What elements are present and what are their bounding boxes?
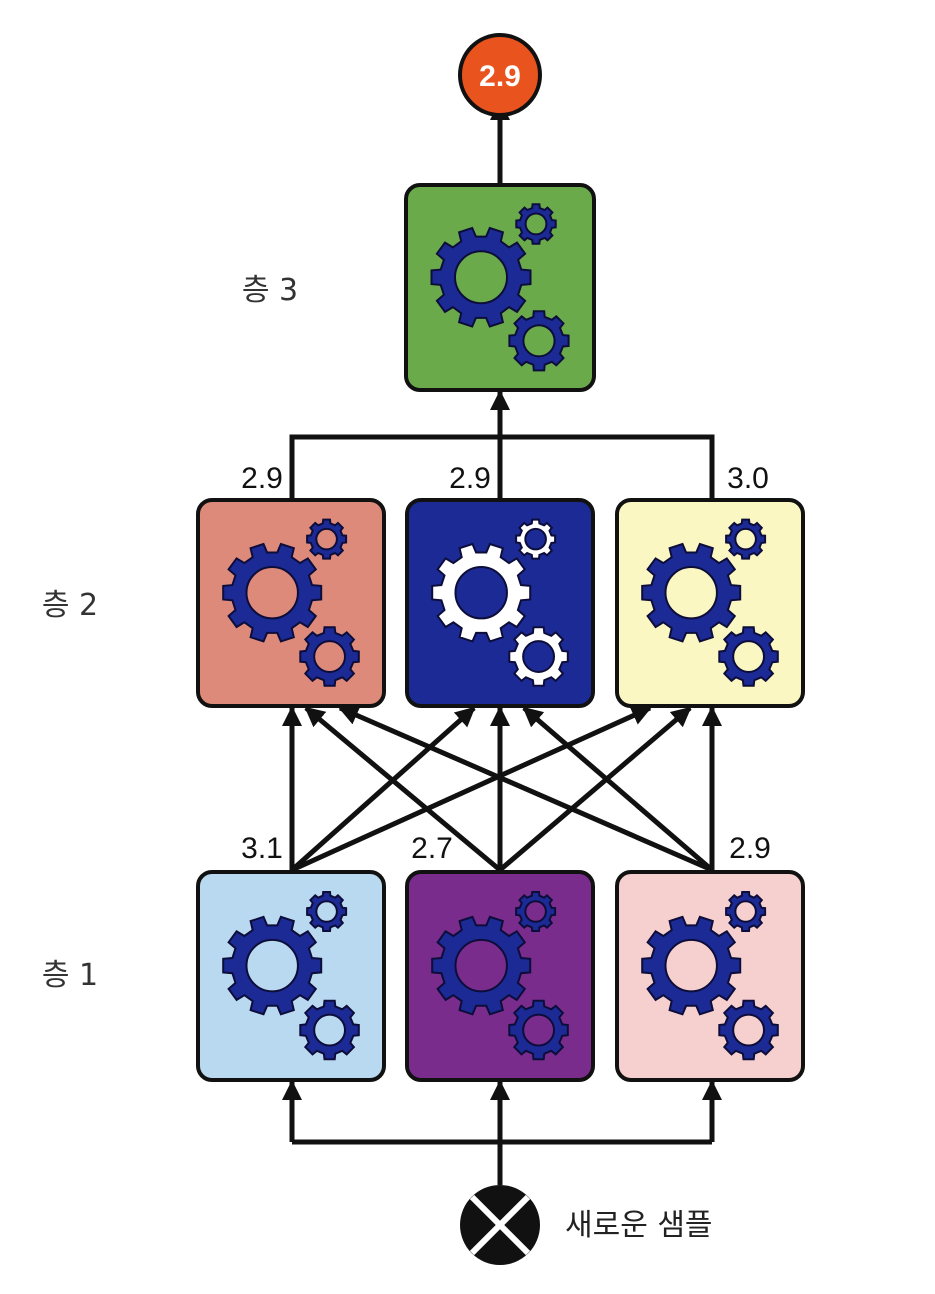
gears-icon [222, 518, 360, 687]
layer1-model-3 [615, 870, 805, 1082]
layer2-model-3 [615, 498, 805, 708]
final-model-box [404, 183, 596, 392]
output-value: 2.9 [479, 60, 521, 93]
connections [282, 100, 722, 1185]
layer1-label: 층 1 [42, 958, 98, 993]
layer2-label: 층 2 [42, 588, 98, 623]
layer2-model-1 [196, 498, 386, 708]
x-circle-icon [460, 1185, 540, 1265]
layer2-model-2 [405, 498, 595, 708]
layer1-model-1 [196, 870, 386, 1082]
gears-icon [431, 891, 569, 1061]
layer1-value-1: 3.1 [241, 832, 283, 865]
layer1-value-2: 2.7 [411, 832, 453, 865]
layer2-value-3: 3.0 [727, 462, 769, 495]
layer2-value-2: 2.9 [449, 462, 491, 495]
output-node: 2.9 [458, 33, 542, 117]
layer1-value-3: 2.9 [729, 832, 771, 865]
gears-icon [641, 891, 779, 1061]
gears-icon [430, 203, 570, 372]
new-sample-caption: 새로운 샘플 [565, 1208, 713, 1243]
layer3-label: 층 3 [242, 273, 298, 308]
new-sample-input: 새로운 샘플 [460, 1185, 713, 1265]
gears-icon [431, 518, 569, 687]
output-circle [458, 33, 542, 117]
gears-icon [222, 891, 360, 1061]
layer1-model-2 [405, 870, 595, 1082]
layer2-value-1: 2.9 [241, 462, 283, 495]
gears-icon [641, 518, 779, 687]
